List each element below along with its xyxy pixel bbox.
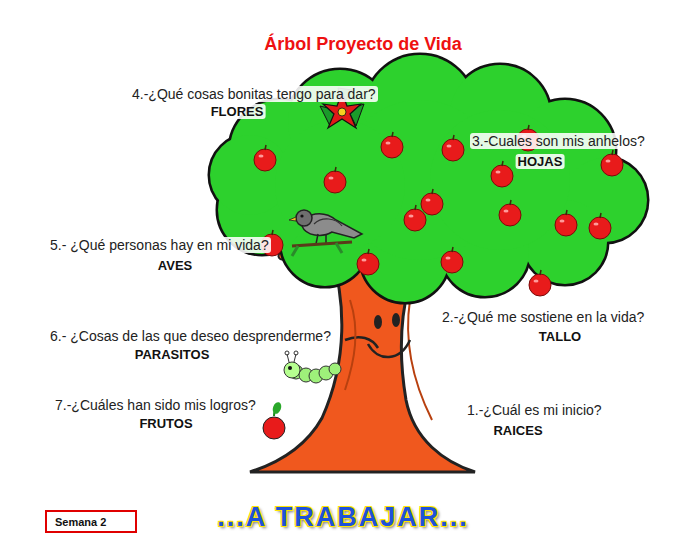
- category: FRUTOS: [137, 416, 194, 431]
- question: 5.- ¿Qué personas hay en mi vida?: [48, 237, 271, 253]
- slogan: ...A TRABAJAR...: [217, 502, 469, 533]
- category: PARASITOS: [133, 347, 212, 362]
- question: 7.-¿Cuáles han sido mis logros?: [53, 397, 258, 413]
- fruit-icon: [263, 401, 285, 439]
- question: 1.-¿Cuál es mi inicio?: [465, 402, 604, 418]
- category: HOJAS: [516, 154, 565, 169]
- category: AVES: [156, 258, 194, 273]
- week-box: Semana 2: [45, 510, 137, 533]
- title: Árbol Proyecto de Vida: [264, 34, 462, 55]
- category: TALLO: [537, 329, 583, 344]
- bird: [289, 210, 362, 256]
- category: RAICES: [491, 423, 544, 438]
- worm: [284, 351, 341, 383]
- apples: [254, 125, 623, 296]
- question: 6.- ¿Cosas de las que deseo desprenderme…: [48, 328, 333, 344]
- question: 4.-¿Qué cosas bonitas tengo para dar?: [130, 86, 378, 102]
- question: 3.-Cuales son mis anhelos?: [470, 133, 647, 149]
- category: FLORES: [209, 104, 266, 119]
- question: 2.-¿Qué me sostiene en la vida?: [440, 309, 646, 325]
- week-label: Semana 2: [55, 516, 127, 528]
